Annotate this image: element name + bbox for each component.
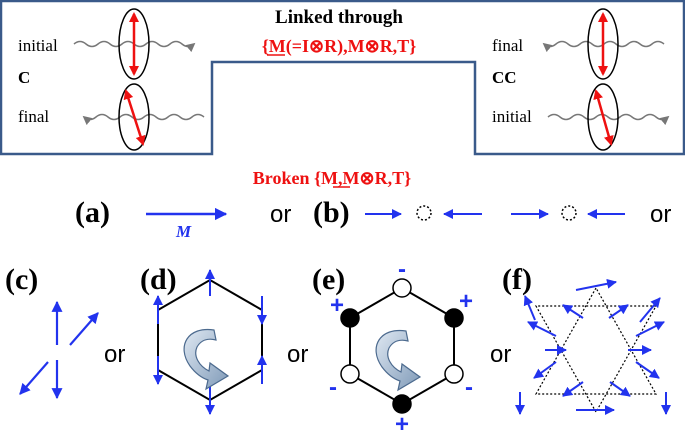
- left-label-final: final: [18, 107, 49, 126]
- panel-d-rotation-icon: [183, 328, 230, 391]
- panel-e-letter: (e): [312, 263, 345, 296]
- panel-b-letter: (b): [313, 196, 350, 229]
- right-wave-incoming: [547, 113, 670, 126]
- panel-e-site-bottom: [392, 394, 412, 414]
- or-c-d: or: [104, 341, 125, 368]
- left-label-c: C: [18, 68, 30, 87]
- header-title: Linked through: [275, 7, 403, 28]
- panel-e-charge-upper-left: +: [330, 292, 344, 319]
- panel-c-arrow-downleft: [19, 361, 49, 395]
- header-set: {M(=I⊗R),M⊗R,T}: [262, 36, 417, 57]
- panel-f-kagome-lattice: [534, 286, 658, 414]
- right-polarization-arrow-bottom: [593, 89, 614, 146]
- panel-e-site-upper-right: [444, 308, 464, 328]
- panel-e-rotation-icon: [375, 329, 422, 392]
- left-polarization-ellipse-bottom: [118, 83, 150, 151]
- or-d-e: or: [287, 341, 308, 368]
- panel-e-charge-bottom: +: [395, 411, 409, 436]
- left-polarization-arrow-bottom: [123, 89, 146, 146]
- panel-c-letter: (c): [5, 263, 38, 296]
- panel-e-charge-lower-left: -: [329, 374, 337, 401]
- panel-f-spins: [515, 278, 671, 415]
- right-polarization-ellipse-bottom: [587, 83, 619, 151]
- link-box-outline: [0, 0, 685, 156]
- panel-b-vacancy-2: [561, 205, 577, 221]
- panel-c-arrow-upright: [69, 312, 99, 346]
- right-label-final: final: [492, 36, 523, 55]
- panel-f-letter: (f): [502, 263, 532, 296]
- right-polarization-ellipse-top: [587, 8, 619, 80]
- panel-b-vacancy-1: [416, 205, 432, 221]
- panel-e-site-lower-right: [444, 364, 464, 384]
- right-label-initial: initial: [492, 107, 532, 126]
- panel-e-site-lower-left: [340, 364, 360, 384]
- panel-e-charge-upper-right: +: [459, 288, 473, 315]
- left-wave-outgoing: [82, 113, 205, 126]
- left-label-initial: initial: [18, 36, 58, 55]
- or-e-f: or: [490, 341, 511, 368]
- panel-d-letter: (d): [140, 263, 177, 296]
- panel-e-charge-top: -: [398, 256, 406, 283]
- right-label-cc: CC: [492, 68, 517, 87]
- or-a-b: or: [270, 201, 291, 228]
- panel-a-m-label: M: [175, 222, 192, 241]
- panel-e-charge-lower-right: -: [465, 374, 473, 401]
- panel-a-letter: (a): [75, 196, 110, 229]
- or-b-end: or: [650, 201, 671, 228]
- broken-label: Broken {M,M⊗R,T}: [253, 168, 411, 188]
- panel-e-site-top: [392, 278, 412, 298]
- panel-e-site-upper-left: [340, 308, 360, 328]
- left-polarization-ellipse-top: [118, 8, 150, 80]
